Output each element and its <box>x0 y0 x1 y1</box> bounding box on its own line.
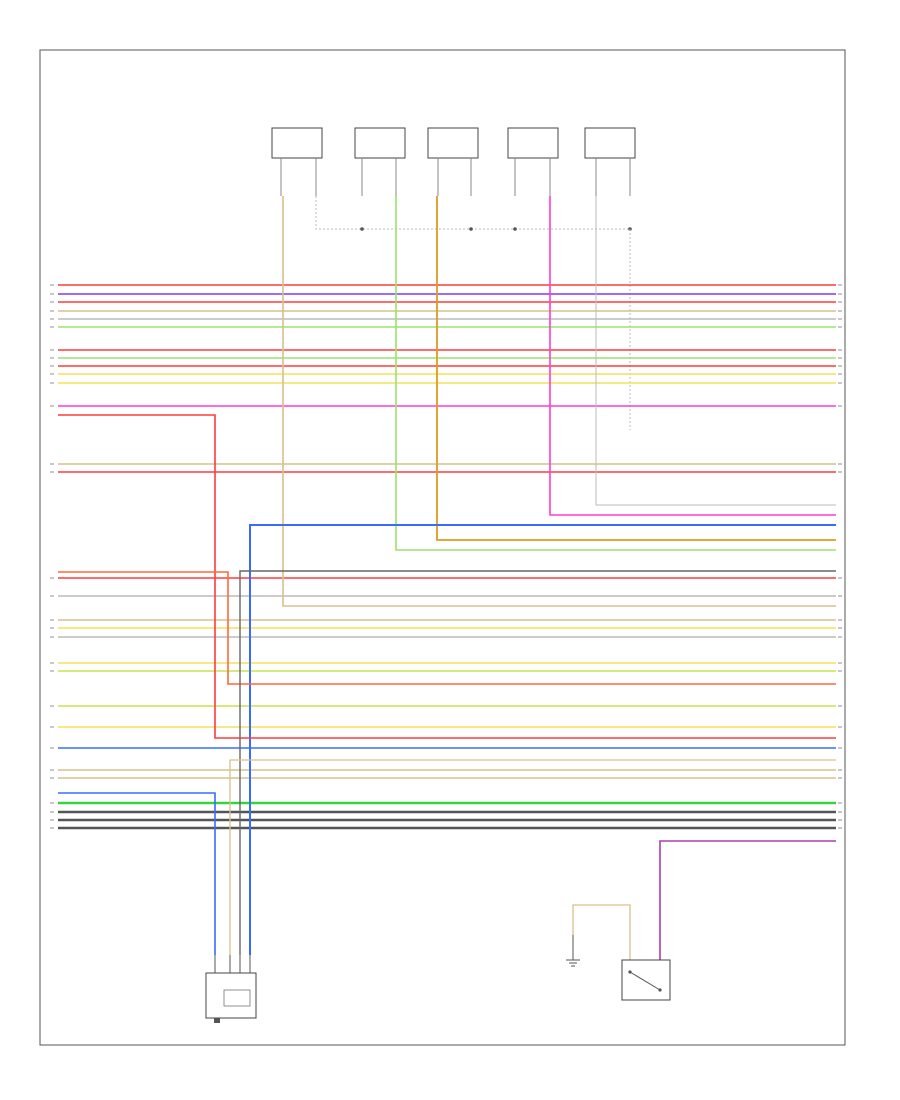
wire-blue-main <box>249 524 836 955</box>
bus-lines <box>50 284 842 830</box>
wire-tan-c1 <box>282 196 836 607</box>
top-component-3 <box>427 127 479 196</box>
wire-lime-c2 <box>395 196 836 551</box>
wire-pink-c4 <box>549 196 836 516</box>
wire-grey-c5 <box>595 196 836 506</box>
top-component-5 <box>584 127 636 196</box>
wire-dark <box>239 570 836 955</box>
top-ground-bus <box>315 196 632 430</box>
top-component-4 <box>507 127 559 196</box>
wire-orange-c3 <box>436 196 836 541</box>
wire-magenta-bottom <box>659 840 836 975</box>
top-component-1 <box>271 127 323 196</box>
routed-wires <box>58 196 836 975</box>
wire-tan-bottom <box>229 759 836 955</box>
top-components <box>271 127 636 196</box>
diagram-frame <box>39 49 846 1046</box>
wire-tan-switch <box>572 904 631 960</box>
bottom-left-component <box>205 955 257 1023</box>
wire-red-orange <box>58 571 836 685</box>
wire-red-left <box>58 414 836 739</box>
ground-symbol <box>566 935 580 967</box>
bottom-right-component <box>621 959 671 1001</box>
wire-blue-bottom <box>58 792 216 955</box>
top-component-2 <box>354 127 406 196</box>
